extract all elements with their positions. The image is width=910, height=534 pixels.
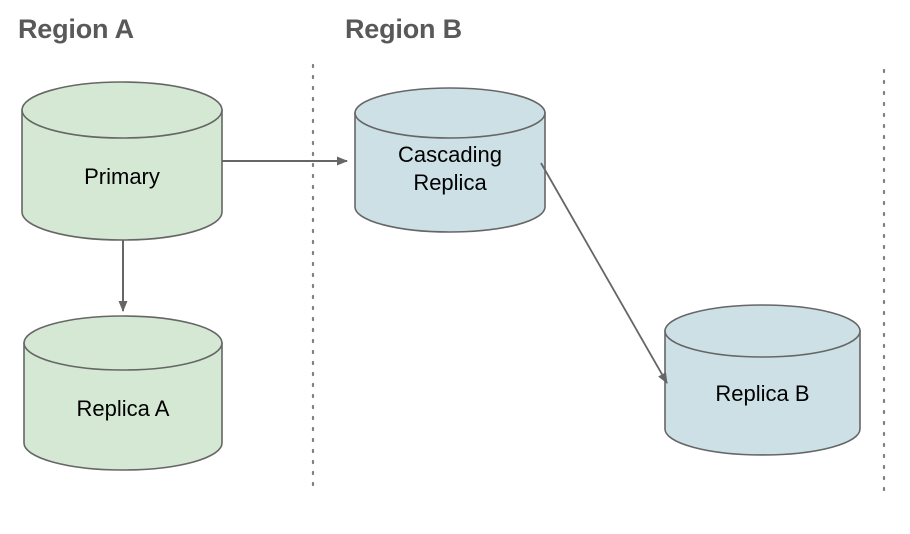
region-b-label: Region B — [345, 14, 462, 44]
node-replica-b[interactable] — [664, 304, 861, 456]
node-replica-a[interactable] — [23, 315, 223, 471]
region-a-label: Region A — [18, 14, 134, 44]
edge-cascading-replica-to-replica-b — [540, 162, 668, 384]
node-cascading-replica[interactable] — [354, 87, 546, 233]
node-primary[interactable] — [21, 81, 223, 241]
